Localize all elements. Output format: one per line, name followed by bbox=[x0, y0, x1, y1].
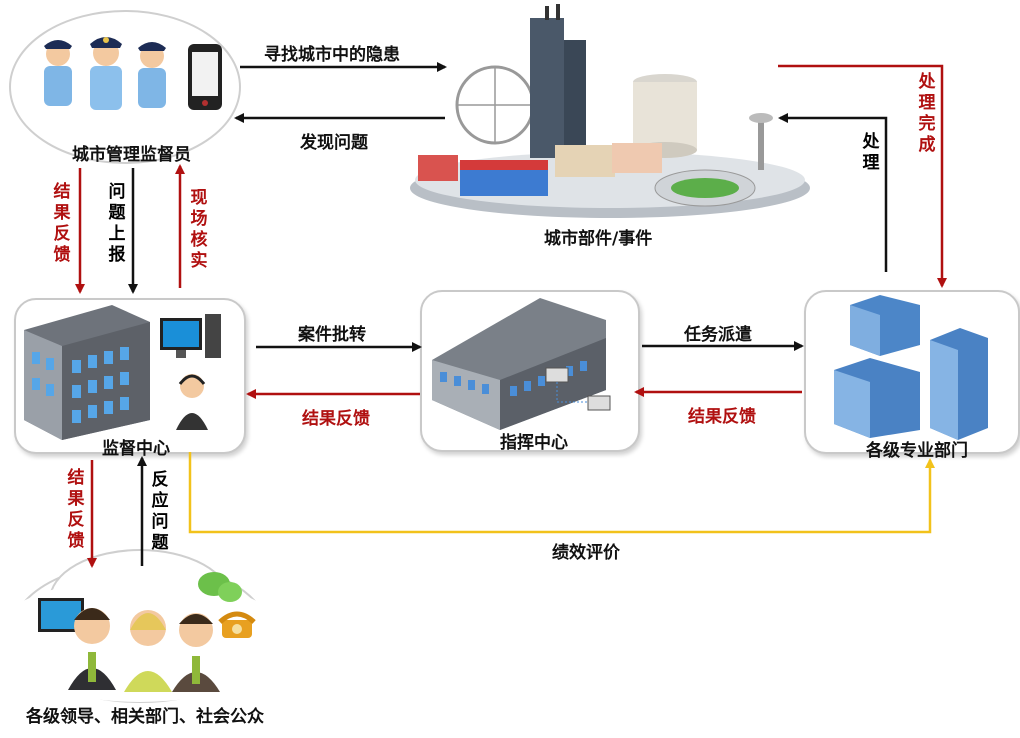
onsite-verify-label: 现场核实 bbox=[190, 188, 208, 271]
city-illustration bbox=[410, 4, 810, 218]
public-people-icons bbox=[38, 598, 220, 692]
public-label: 各级领导、相关部门、社会公众 bbox=[26, 707, 264, 727]
telephone-icon bbox=[218, 611, 256, 638]
process-label: 处理 bbox=[862, 132, 880, 173]
arrow-performance-eval bbox=[188, 452, 935, 534]
command-building-icon bbox=[432, 298, 611, 430]
monitor-center-label: 监督中心 bbox=[102, 439, 170, 459]
respond-problem-label: 反应问题 bbox=[151, 470, 169, 553]
find-problems-label: 发现问题 bbox=[300, 133, 368, 153]
department-buildings-icon bbox=[834, 295, 988, 440]
departments-label: 各级专业部门 bbox=[866, 441, 968, 461]
command-center-label: 指挥中心 bbox=[500, 433, 568, 453]
case-transfer-label: 案件批转 bbox=[298, 325, 366, 345]
find-hazards-label: 寻找城市中的隐患 bbox=[264, 45, 400, 65]
operator-icon bbox=[176, 374, 208, 430]
officer-icons bbox=[44, 37, 166, 110]
chat-bubble-icon bbox=[198, 572, 242, 602]
process-done-label: 处理完成 bbox=[918, 72, 936, 155]
computer-icon bbox=[160, 314, 221, 358]
performance-eval-label: 绩效评价 bbox=[552, 543, 620, 563]
city-label: 城市部件/事件 bbox=[544, 229, 653, 249]
office-building-icon bbox=[24, 305, 150, 440]
feedback-left-label: 结果反馈 bbox=[53, 182, 71, 265]
feedback-right-label: 结果反馈 bbox=[688, 407, 756, 427]
report-problem-label: 问题上报 bbox=[108, 182, 126, 265]
arrow-process-done bbox=[778, 64, 947, 288]
feedback-down-label: 结果反馈 bbox=[67, 468, 85, 551]
task-dispatch-label: 任务派遣 bbox=[684, 325, 752, 345]
supervisors-label: 城市管理监督员 bbox=[72, 145, 191, 165]
phone-icon bbox=[188, 44, 222, 110]
arrow-process bbox=[778, 113, 888, 272]
feedback-mid-label: 结果反馈 bbox=[302, 409, 370, 429]
